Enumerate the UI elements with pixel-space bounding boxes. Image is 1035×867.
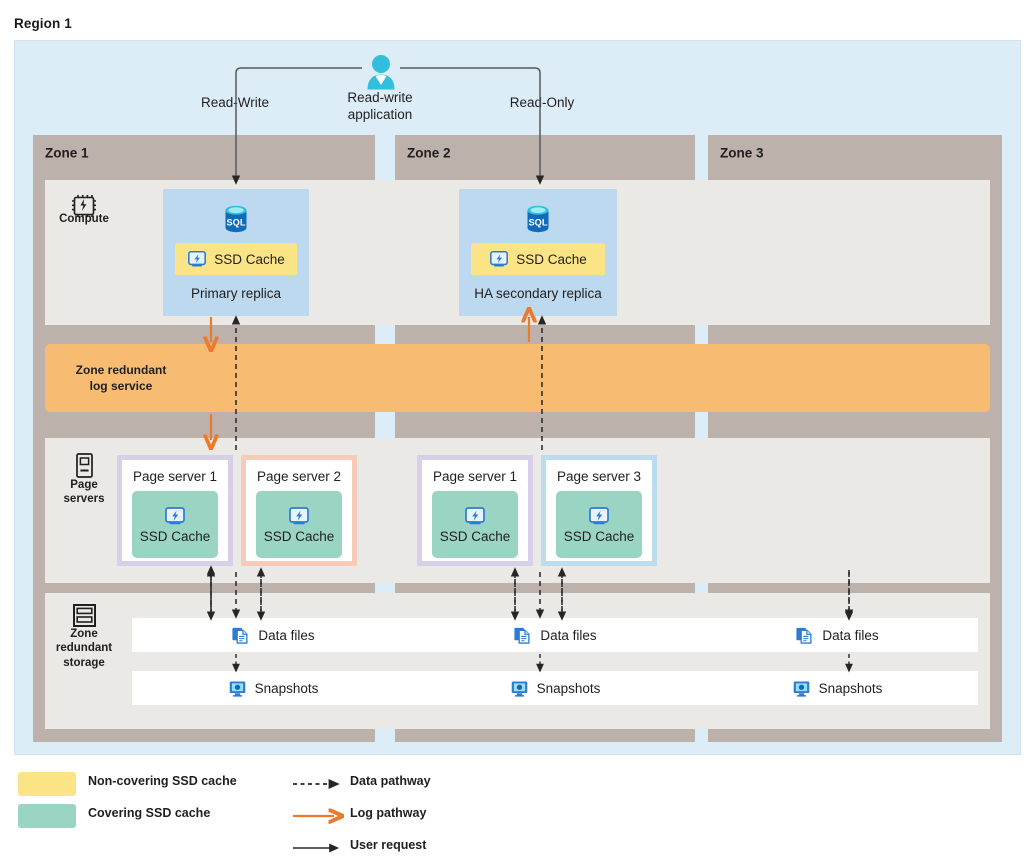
storage-cell-snapshots-zone-2[interactable]: Snapshots xyxy=(414,671,696,705)
storage-label-line2: redundant xyxy=(55,642,113,655)
zone-label: Zone 3 xyxy=(720,145,764,161)
storage-stack-icon xyxy=(73,604,96,627)
person-icon xyxy=(367,55,395,90)
page-servers-label-line1: Page xyxy=(70,479,98,491)
storage-cell-data-files-zone-2[interactable]: Data files xyxy=(414,618,696,652)
ssd-cache-band: SSD Cache xyxy=(471,243,605,275)
legend-label-data-pathway: Data pathway xyxy=(350,774,431,788)
page-server-cache-label: SSD Cache xyxy=(139,529,211,544)
page-server-cache: SSD Cache xyxy=(556,491,642,558)
server-icon xyxy=(76,453,93,478)
page-server-cache-label: SSD Cache xyxy=(263,529,335,544)
page-server-cache-label: SSD Cache xyxy=(439,529,511,544)
page-server-title: Page server 3 xyxy=(556,469,642,484)
compute-tier-icon-wrap xyxy=(45,192,123,220)
log-service-label: Zone redundant log service xyxy=(61,362,181,394)
page-server-cache-label: SSD Cache xyxy=(563,529,635,544)
svg-text:SQL: SQL xyxy=(529,217,548,227)
replica-name: HA secondary replica xyxy=(474,286,602,301)
zone-label: Zone 1 xyxy=(45,145,89,161)
data-files-icon xyxy=(514,627,530,644)
storage-row-snapshots: Snapshots Snapshots Snapshots xyxy=(132,671,978,705)
page-server-card-z2-ps3[interactable]: Page server 3 SSD Cache xyxy=(541,455,657,566)
page-server-title: Page server 1 xyxy=(132,469,218,484)
storage-label: Snapshots xyxy=(536,680,601,696)
storage-cell-data-files-zone-3[interactable]: Data files xyxy=(696,618,978,652)
compute-tier-label: Compute xyxy=(59,213,109,225)
page-server-cache: SSD Cache xyxy=(256,491,342,558)
zone-header-zone-2: Zone 2 xyxy=(395,135,695,171)
zone-header-zone-3: Zone 3 xyxy=(708,135,1002,171)
storage-tier-panel xyxy=(45,593,990,729)
app-label-line2: application xyxy=(347,106,413,122)
storage-label-line1: Zone xyxy=(70,628,98,640)
zone-redundant-log-service: Zone redundant log service xyxy=(45,344,990,412)
storage-label: Data files xyxy=(258,627,315,643)
ssd-disk-icon xyxy=(589,507,609,525)
read-write-path-label: Read-Write xyxy=(200,95,270,110)
page-server-card-z1-ps1[interactable]: Page server 1 SSD Cache xyxy=(117,455,233,566)
legend-swatch-non-covering-ssd-cache xyxy=(18,772,76,796)
page-server-cache: SSD Cache xyxy=(132,491,218,558)
cpu-chip-icon xyxy=(72,195,96,217)
legend-pathway-icons xyxy=(293,778,380,853)
legend-label-covering-ssd-cache: Covering SSD cache xyxy=(88,806,211,820)
storage-cell-snapshots-zone-1[interactable]: Snapshots xyxy=(132,671,414,705)
storage-cell-data-files-zone-1[interactable]: Data files xyxy=(132,618,414,652)
legend-label-log-pathway: Log pathway xyxy=(350,806,427,820)
primary-replica-card[interactable]: SQL SSD Cache Primary replica xyxy=(163,189,309,316)
ssd-disk-icon xyxy=(289,507,309,525)
storage-label-line3: storage xyxy=(63,656,105,669)
read-write-application-icon-wrap xyxy=(362,53,400,93)
ssd-cache-label: SSD Cache xyxy=(214,251,285,267)
snapshots-icon xyxy=(229,680,245,697)
legend-swatch-covering-ssd-cache xyxy=(18,804,76,828)
storage-tier-icon-wrap xyxy=(45,602,123,628)
page-title: Region 1 xyxy=(14,16,72,31)
storage-cell-snapshots-zone-3[interactable]: Snapshots xyxy=(696,671,978,705)
zone-label: Zone 2 xyxy=(407,145,451,161)
page-server-card-z1-ps2[interactable]: Page server 2 SSD Cache xyxy=(241,455,357,566)
ssd-disk-icon xyxy=(465,507,485,525)
snapshots-icon xyxy=(793,680,809,697)
sql-database-icon: SQL xyxy=(527,205,549,233)
svg-text:SQL: SQL xyxy=(227,217,246,227)
legend: Non-covering SSD cache Covering SSD cach… xyxy=(0,756,1035,867)
page-server-card-z2-ps1[interactable]: Page server 1 SSD Cache xyxy=(417,455,533,566)
data-files-icon xyxy=(232,627,248,644)
storage-label: Snapshots xyxy=(818,680,883,696)
storage-label: Data files xyxy=(540,627,597,643)
app-label-line1: Read-write xyxy=(347,90,413,105)
page-servers-tier-icon-wrap xyxy=(45,452,123,478)
read-write-application-label: Read-write application xyxy=(320,90,440,124)
page-servers-label-line2: servers xyxy=(63,493,105,506)
snapshots-icon xyxy=(511,680,527,697)
zone-header-zone-1: Zone 1 xyxy=(33,135,375,171)
storage-row-data-files: Data files Data files Data files xyxy=(132,618,978,652)
data-files-icon xyxy=(796,627,812,644)
ssd-cache-label: SSD Cache xyxy=(516,251,587,267)
ssd-disk-icon xyxy=(188,250,207,267)
replica-name: Primary replica xyxy=(190,286,282,301)
storage-label: Data files xyxy=(822,627,879,643)
ha-secondary-replica-card[interactable]: SQL SSD Cache HA secondary replica xyxy=(459,189,617,316)
ssd-cache-band: SSD Cache xyxy=(175,243,297,275)
ssd-disk-icon xyxy=(490,250,509,267)
sql-database-icon: SQL xyxy=(225,205,247,233)
read-only-path-label: Read-Only xyxy=(509,95,575,110)
storage-tier-label: Zone redundant storage xyxy=(45,627,123,670)
log-service-label-line1: Zone redundant xyxy=(75,362,167,377)
page-server-title: Page server 2 xyxy=(256,469,342,484)
legend-label-non-covering-ssd-cache: Non-covering SSD cache xyxy=(88,774,237,788)
legend-label-user-request: User request xyxy=(350,838,427,852)
page-server-cache: SSD Cache xyxy=(432,491,518,558)
ssd-disk-icon xyxy=(165,507,185,525)
log-service-label-line2: log service xyxy=(89,379,153,393)
storage-label: Snapshots xyxy=(254,680,319,696)
page-server-title: Page server 1 xyxy=(432,469,518,484)
page-servers-tier-label: Page servers xyxy=(45,478,123,507)
